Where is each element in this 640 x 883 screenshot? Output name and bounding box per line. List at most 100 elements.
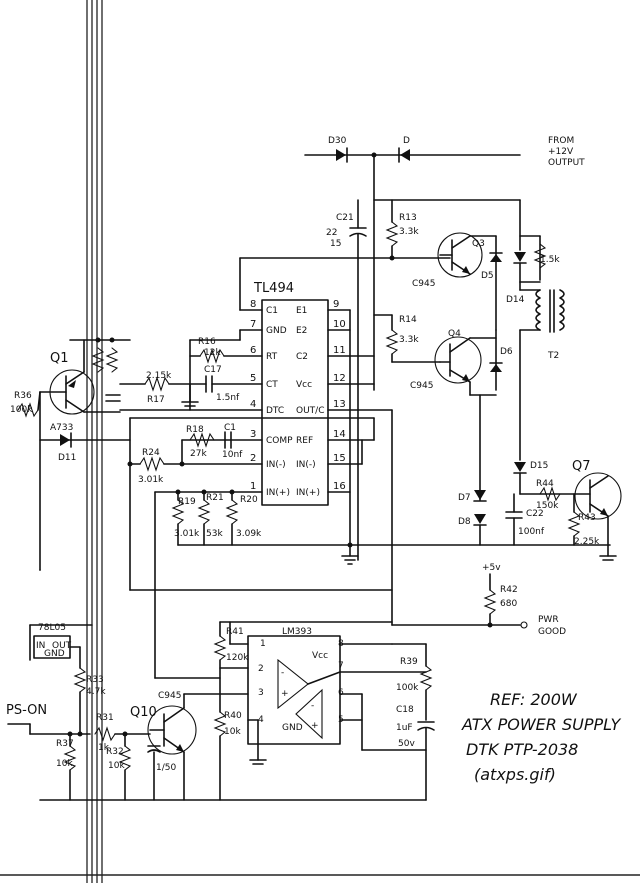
r40-value: 10k [224, 727, 241, 737]
tl494-pin-11-name: C2 [296, 352, 308, 362]
pwr-good-detector: D15 R44 150k C22 100nf D7 D8 Q7 R43 2.25… [458, 459, 622, 561]
tl494-pin-7-number: 7 [250, 319, 256, 330]
r24-value: 3.01k [138, 475, 164, 485]
r18-label: R18 [186, 425, 204, 435]
tl494-pin-8-number: 8 [250, 299, 256, 310]
r39-value: 100k [396, 683, 419, 693]
note-line2: ATX POWER SUPPLY [461, 715, 622, 734]
tl494-pin-14-number: 14 [333, 429, 346, 440]
c21-capacitor: C21 22 15 [326, 199, 367, 561]
r20-label: R20 [240, 495, 258, 505]
r31-label: R31 [96, 713, 114, 723]
d5-label: D5 [481, 271, 494, 281]
tl494-pin-1-number: 1 [250, 481, 256, 492]
r20-value: 3.09k [236, 529, 262, 539]
tl494-pin-2-name: IN(-) [266, 460, 286, 470]
r17-label: R17 [147, 395, 165, 405]
q4-transistor: Q4 C945 D6 [410, 329, 513, 501]
d6-label: D6 [500, 347, 513, 357]
tl494-pin-7-name: GND [266, 326, 287, 336]
from-value-label: +12V [548, 147, 574, 157]
tl494-pin-2-number: 2 [250, 453, 256, 464]
d8-label: D8 [458, 517, 471, 527]
q1-type: A733 [50, 423, 73, 433]
q4-label: Q4 [448, 329, 461, 339]
lm393-pin4: 4 [258, 715, 264, 725]
note-line3: DTK PTP-2038 [466, 740, 578, 759]
r42-value: 680 [500, 599, 517, 609]
q7-label: Q7 [572, 459, 591, 474]
reference-notes: REF: 200W ATX POWER SUPPLY DTK PTP-2038 … [461, 690, 622, 784]
r18-value: 27k [190, 449, 207, 459]
ps-on-circuit: PS-ON R33 4.7k R31 1k R37 10k R32 10k Q1… [6, 667, 221, 801]
r44-label: R44 [536, 479, 554, 489]
c22-value: 100nf [518, 527, 545, 537]
q10-cap-value: 1/50 [156, 763, 176, 773]
d15-label: D15 [530, 461, 548, 471]
reg-out: OUT [52, 641, 72, 651]
d11-label: D11 [58, 453, 76, 463]
plus5v-label: +5v [482, 563, 501, 573]
c1-label: C1 [224, 423, 236, 433]
q10-type: C945 [158, 691, 181, 701]
q10-label: Q10 [130, 705, 157, 720]
r37-value: 10k [56, 759, 73, 769]
r21-value: 53k [206, 529, 223, 539]
c21-value1: 22 [326, 228, 337, 238]
lm393-pin6: 6 [338, 688, 344, 698]
tl494-ic: TL494 [253, 281, 329, 506]
good-label: GOOD [538, 627, 566, 637]
c18-value1: 1uF [396, 723, 413, 733]
tl494-pin-13-name: OUT/C [296, 406, 325, 416]
c18-value2: 50v [398, 739, 415, 749]
r43-label: R43 [578, 513, 596, 523]
lm393-ic: LM393 1 8 2 7 3 6 4 5 Vcc GND - + - + [154, 627, 427, 765]
lm393-name: LM393 [282, 627, 312, 637]
reg-in: IN [36, 641, 45, 651]
tl494-pin-16-number: 16 [333, 481, 346, 492]
pwr-good-output: +5v R42 680 PWR GOOD [39, 563, 566, 637]
lm393-gnd: GND [282, 723, 303, 733]
tl494-pin-5-name: CT [266, 380, 278, 390]
r37-label: R37 [56, 739, 74, 749]
r16-label: R16 [198, 337, 216, 347]
c18-label: C18 [396, 705, 414, 715]
tl494-name: TL494 [253, 281, 294, 296]
lm393-comp2-plus: + [311, 721, 319, 731]
lm393-comp2-minus: - [311, 701, 314, 711]
tl494-pin-9-number: 9 [333, 299, 339, 310]
r14-resistor: R14 3.3k [373, 314, 441, 363]
c1-value: 10nf [222, 450, 243, 460]
tl494-pin-5-number: 5 [250, 373, 256, 384]
c21-label: C21 [336, 213, 354, 223]
q4-type: C945 [410, 381, 433, 391]
r36-value: 100k [10, 405, 33, 415]
r42-label: R42 [500, 585, 518, 595]
r16-value: 12k [204, 348, 221, 358]
r31-value: 1k [98, 743, 110, 753]
tl494-pin-10-number: 10 [333, 319, 346, 330]
c21-value2: 15 [330, 239, 341, 249]
q3-label: Q3 [472, 239, 485, 249]
note-line1: REF: 200W [490, 690, 578, 709]
r19-value: 3.01k [174, 529, 200, 539]
r21-label: R21 [206, 493, 224, 503]
tl494-pin-3-name: COMP [266, 436, 293, 446]
r-1-5k-label: 1.5k [540, 255, 560, 265]
pwr-label: PWR [538, 615, 559, 625]
tl494-pin-12-name: Vcc [296, 380, 312, 390]
r41-value: 120k [226, 653, 249, 663]
t2-label: T2 [547, 351, 559, 361]
r39-label: R39 [400, 657, 418, 667]
r36-label: R36 [14, 391, 32, 401]
from-label: FROM [548, 136, 574, 146]
tl494-pins: 8C17GND6RT5CT4DTC3COMP2IN(-)1IN(+)9E110E… [250, 299, 346, 498]
r14-label: R14 [399, 315, 417, 325]
r32-label: R32 [106, 747, 124, 757]
lm393-comp1-plus: + [281, 689, 289, 699]
tl494-pin-1-name: IN(+) [266, 488, 290, 498]
r17-value: 2.15k [146, 371, 172, 381]
r14-value: 3.3k [399, 335, 419, 345]
from-output-label: OUTPUT [548, 158, 585, 168]
